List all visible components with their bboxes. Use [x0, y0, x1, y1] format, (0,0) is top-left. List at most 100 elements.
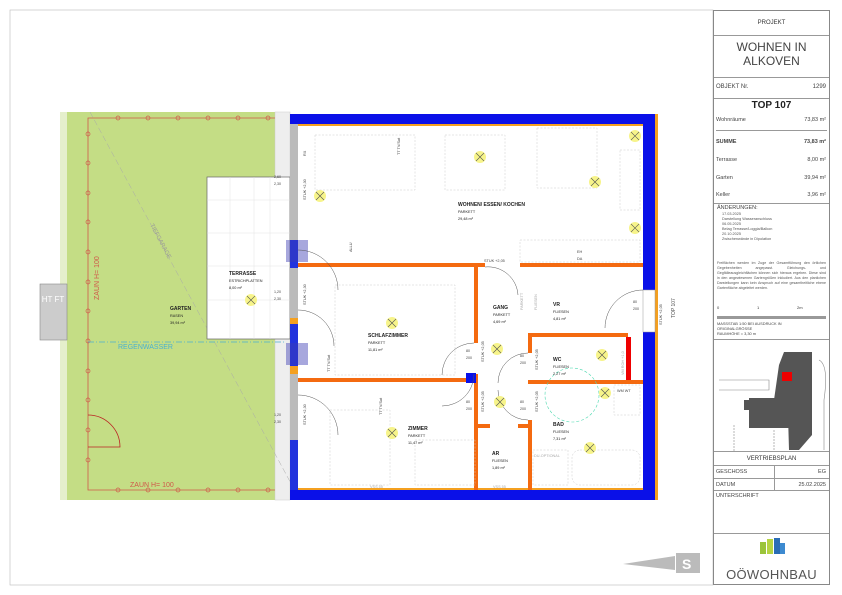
- fence-post: [85, 249, 91, 255]
- room-name: GARTEN: [170, 306, 192, 312]
- ceiling-light-icon: [589, 176, 601, 188]
- facade-pillar: [290, 318, 298, 324]
- svg-text:200: 200: [520, 407, 526, 411]
- change-entry: 20.10.2025: [722, 232, 742, 236]
- fence-post: [145, 115, 151, 121]
- svg-text:2,30: 2,30: [274, 420, 281, 424]
- fence-post: [85, 338, 91, 344]
- misc-label: FLIESEN: [534, 294, 538, 310]
- unit-title: TOP 107: [751, 100, 792, 111]
- turning-circle: [544, 367, 600, 423]
- scale-tick: 1: [757, 305, 760, 310]
- room-floor: FLIESEN: [553, 430, 569, 434]
- misc-label: EH: [577, 250, 583, 254]
- divider: [774, 466, 775, 490]
- ceiling-light-icon: [314, 190, 326, 202]
- brand-logo: OÖWOHNBAU: [714, 534, 829, 586]
- object-number: 1299: [812, 84, 826, 90]
- fence-post: [85, 368, 91, 374]
- misc-label: ALLU: [349, 242, 353, 252]
- ceiling-light-icon: [474, 151, 486, 163]
- date-value: 25.02.2025: [798, 482, 826, 488]
- ceiling-height-label: STUK +2,05: [535, 391, 539, 412]
- facade-window: [290, 318, 298, 366]
- misc-label: VSS 55: [493, 485, 506, 489]
- slope-line: [89, 111, 301, 501]
- svg-text:2,60: 2,60: [274, 175, 281, 179]
- fence-line: [87, 117, 275, 491]
- room-floor: FLIESEN: [492, 459, 508, 463]
- fence-post: [85, 308, 91, 314]
- wall-insulation: [655, 114, 658, 500]
- svg-text:80: 80: [633, 300, 637, 304]
- svg-text:2,30: 2,30: [274, 182, 281, 186]
- ceiling-light-icon: [386, 427, 398, 439]
- room-name: AR: [492, 451, 500, 457]
- change-entry: Belag Terrasse/Loggia/Balkon: [722, 227, 773, 231]
- fence-post: [265, 115, 271, 121]
- ceiling-light-icon: [599, 387, 611, 399]
- svg-text:80: 80: [466, 349, 470, 353]
- fence-post: [85, 279, 91, 285]
- entrance-door[interactable]: [642, 289, 656, 333]
- misc-label: PARKETT: [520, 292, 524, 310]
- garden-gate[interactable]: [87, 414, 121, 448]
- room-name: SCHLAFZIMMER: [368, 333, 408, 339]
- fence-post: [85, 457, 91, 463]
- fence-post: [115, 115, 121, 121]
- room-area: 4,69 m²: [493, 320, 507, 324]
- signature-label: UNTERSCHRIFT: [716, 493, 759, 499]
- unit-location-marker: [782, 372, 792, 381]
- room-name: WOHNEN/ ESSEN/ KOCHEN: [458, 202, 525, 208]
- room-area: 39,94 m²: [170, 321, 186, 325]
- fence-bottom-label: ZAUN H= 100: [130, 482, 174, 489]
- fence-post: [85, 160, 91, 166]
- shaft: [466, 373, 476, 383]
- interior-walls: [298, 263, 643, 490]
- north-arrow-mark: [676, 553, 700, 573]
- change-entry: Zwischenwände in Dipolation: [722, 237, 772, 241]
- ceiling-height-label: STUK +2,30: [303, 179, 307, 200]
- fence-left-label: ZAUN H= 100: [94, 256, 101, 300]
- facade-left: [290, 114, 298, 500]
- ceiling-light-icon: [629, 222, 641, 234]
- signature-box[interactable]: UNTERSCHRIFT: [714, 490, 829, 534]
- change-entry: 06.05.2025: [722, 222, 742, 226]
- ceiling-light-icon: [491, 343, 503, 355]
- ceiling-light-icon: [584, 442, 596, 454]
- light-shaft-label: HT FT: [42, 295, 65, 304]
- ceiling-light-icon: [494, 396, 506, 408]
- plan-type: VERTRIEBSPLAN: [714, 452, 829, 466]
- object-row: OBJEKT Nr.1299: [714, 78, 829, 99]
- scale-tick: 2m: [797, 305, 803, 310]
- ceiling-lights: [245, 130, 641, 454]
- room-floor: PARKETT: [493, 313, 511, 317]
- room-name: VR: [553, 302, 560, 308]
- project-name-line: ALKOVEN: [743, 54, 800, 68]
- wall-insulation: [298, 488, 643, 490]
- brand-name: OÖWOHNBAU: [726, 567, 817, 582]
- room-area: 29,48 m²: [458, 217, 474, 221]
- svg-text:2,30: 2,30: [274, 297, 281, 301]
- area-label: Terrasse: [716, 157, 738, 163]
- facade-window: [290, 440, 298, 500]
- ceiling-height-label: STUK +2,05: [484, 259, 505, 263]
- svg-text:200: 200: [633, 307, 639, 311]
- door-swings[interactable]: [297, 249, 644, 436]
- light-shaft: [39, 283, 68, 341]
- misc-label: RX: [303, 150, 307, 156]
- room-labels: WOHNEN/ ESSEN/ KOCHEN PARKETT 29,48 m² SCHL…: [170, 202, 569, 470]
- area-label: Keller: [716, 192, 731, 198]
- misc-label: TT TV/Sat: [327, 354, 331, 372]
- ceiling-light-icon: [386, 317, 398, 329]
- room-area: 8,00 m²: [229, 286, 243, 290]
- fence-post: [265, 487, 271, 493]
- area-value: 73,83 m²: [803, 139, 826, 145]
- area-label: Garten: [716, 175, 733, 181]
- scale-info: MASSSTAB 1:50 BEI AUSDRUCK IN ORIGINALGR…: [717, 321, 782, 336]
